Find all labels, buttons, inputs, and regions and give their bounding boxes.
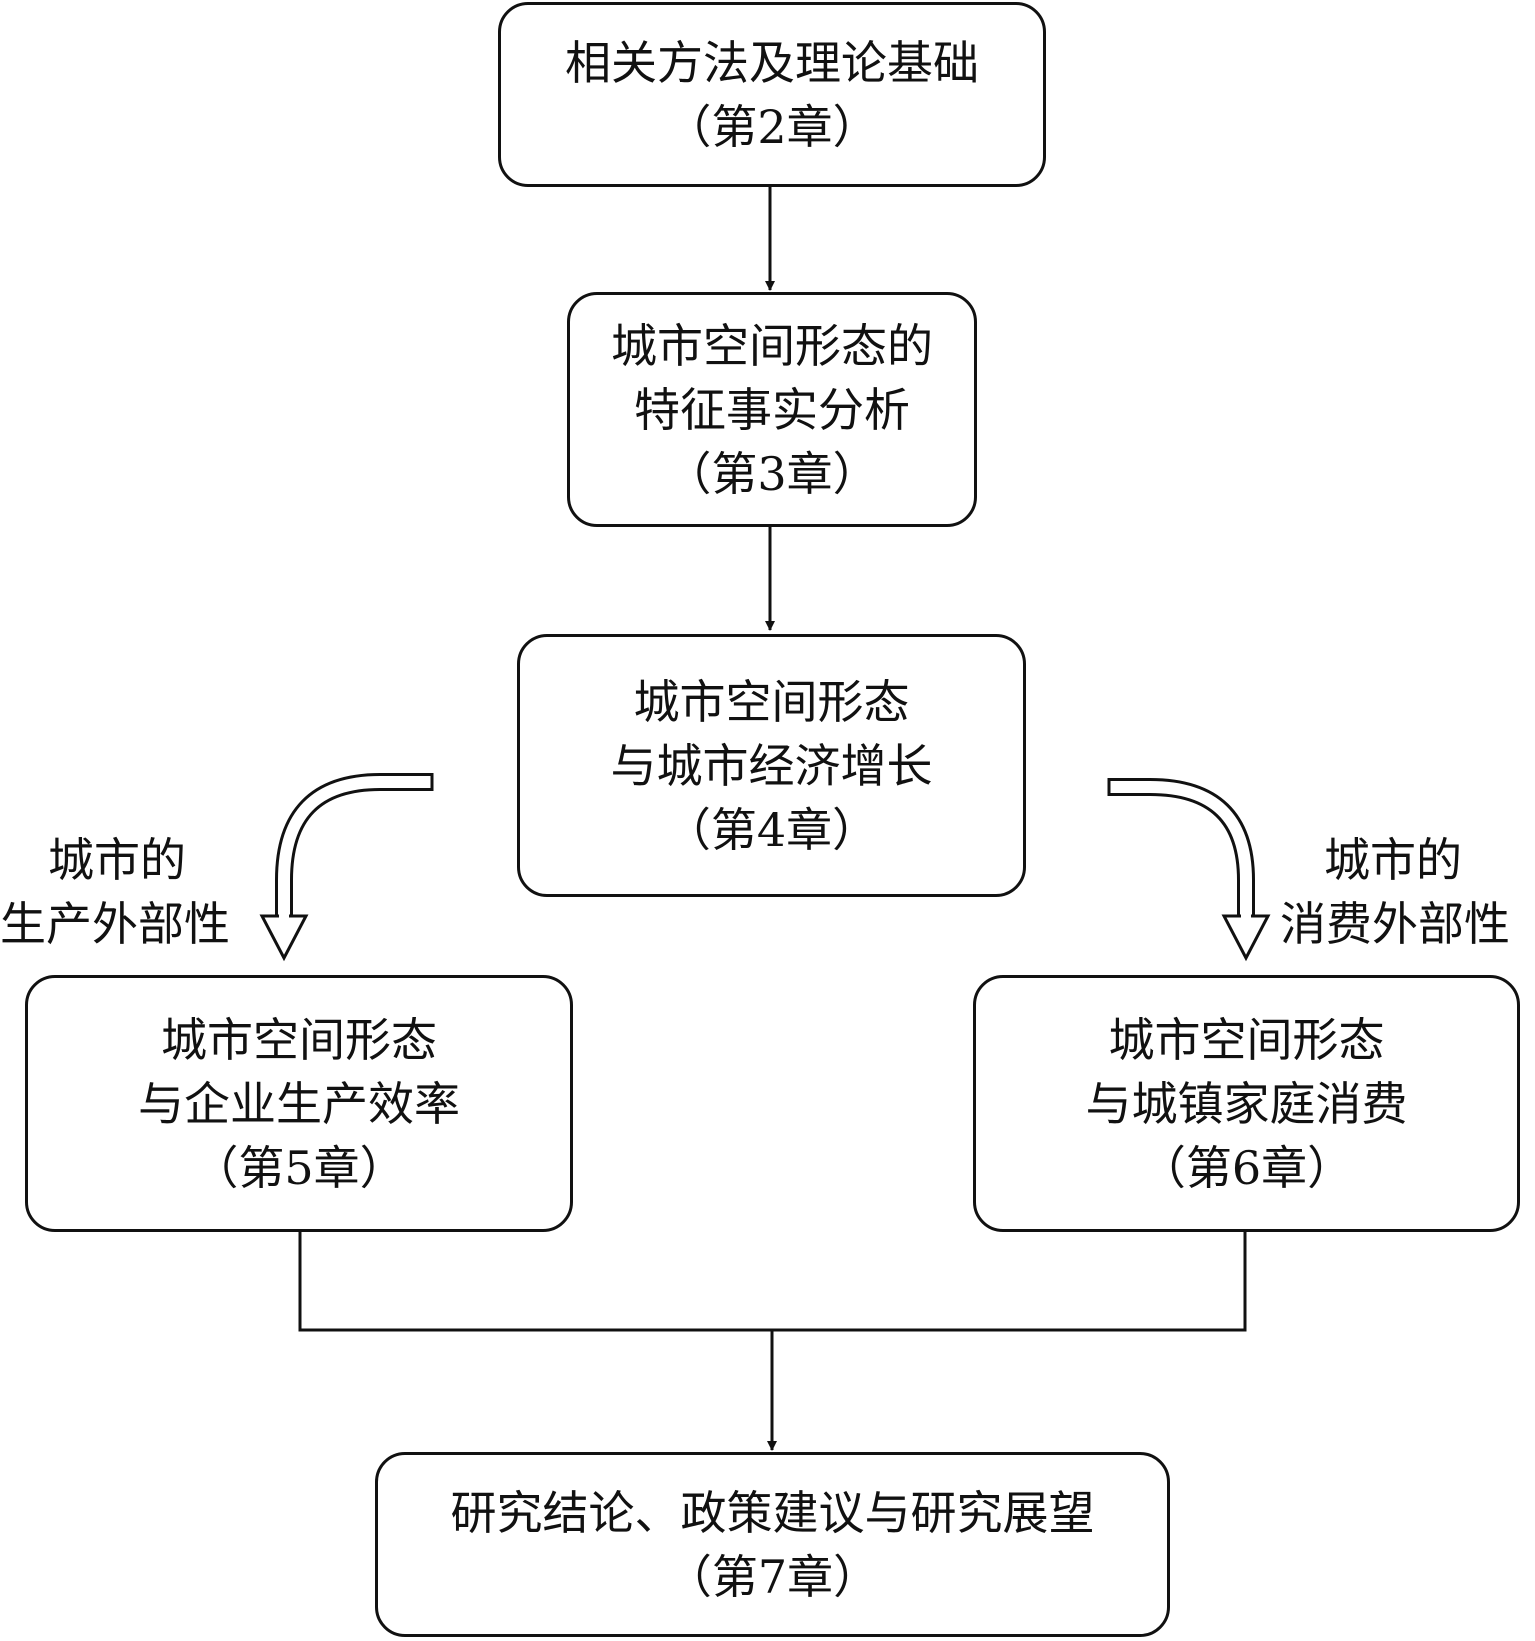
node-ch2-line-2: （第2章） [665,99,879,154]
label-right-line-1: 城市的 [1324,833,1462,887]
merge-connector [298,1232,1247,1332]
node-ch4-line-3: （第4章） [664,802,879,857]
left-hollow-arrow [259,773,434,962]
label-consumption-externality: 城市的 消费外部性 [1280,828,1510,956]
label-production-externality: 城市的 生产外部性 [0,828,230,956]
node-ch5-line-2: 与企业生产效率 [138,1076,460,1131]
node-ch5-productivity: 城市空间形态 与企业生产效率 （第5章） [25,975,573,1232]
node-ch7-line-1: 研究结论、政策建议与研究展望 [450,1485,1095,1540]
right-hollow-arrow [1107,778,1271,962]
node-ch6-line-1: 城市空间形态 [1108,1012,1385,1067]
node-ch3-facts: 城市空间形态的 特征事实分析 （第3章） [567,292,977,527]
node-ch5-line-3: （第5章） [192,1140,406,1195]
node-ch2-line-1: 相关方法及理论基础 [565,35,979,90]
node-ch4-line-1: 城市空间形态 [633,674,910,729]
node-ch3-line-3: （第3章） [665,446,879,501]
label-left-line-2: 生产外部性 [0,897,230,951]
node-ch6-line-3: （第6章） [1139,1140,1354,1195]
node-ch7-conclusions: 研究结论、政策建议与研究展望 （第7章） [375,1452,1170,1637]
node-ch7-line-2: （第7章） [665,1549,880,1604]
node-ch4-growth: 城市空间形态 与城市经济增长 （第4章） [517,634,1026,897]
node-ch4-line-2: 与城市经济增长 [610,738,933,793]
node-ch3-line-2: 特征事实分析 [634,382,910,437]
node-ch6-consumption: 城市空间形态 与城镇家庭消费 （第6章） [973,975,1520,1232]
label-right-line-2: 消费外部性 [1280,897,1510,951]
node-ch3-line-1: 城市空间形态的 [611,318,933,373]
node-ch5-line-1: 城市空间形态 [161,1012,437,1067]
node-ch6-line-2: 与城镇家庭消费 [1085,1076,1408,1131]
label-left-line-1: 城市的 [48,833,186,887]
node-ch2-theory: 相关方法及理论基础 （第2章） [498,2,1046,187]
